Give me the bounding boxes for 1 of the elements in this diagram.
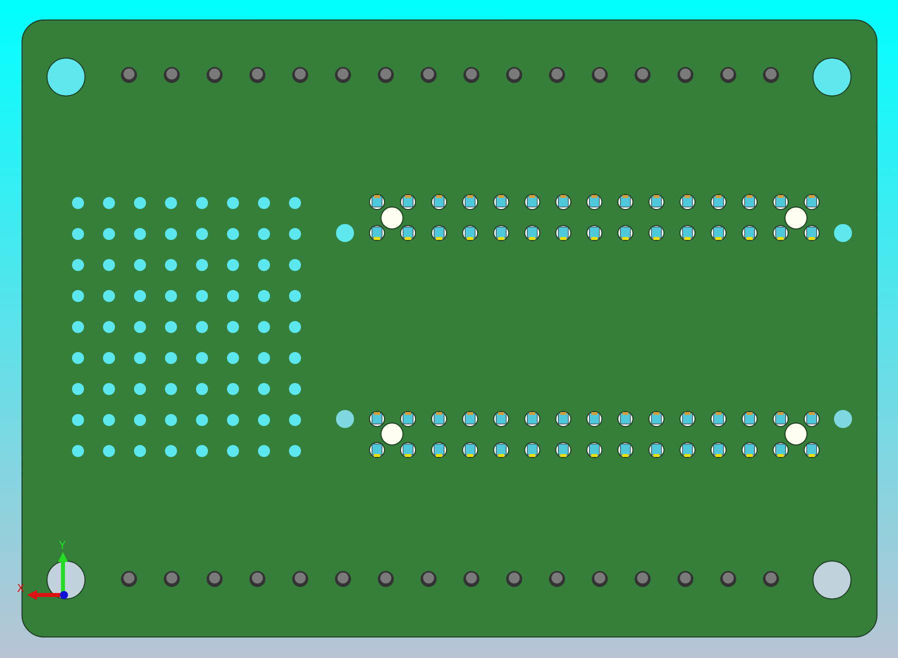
axis-label: Y [59, 540, 66, 551]
